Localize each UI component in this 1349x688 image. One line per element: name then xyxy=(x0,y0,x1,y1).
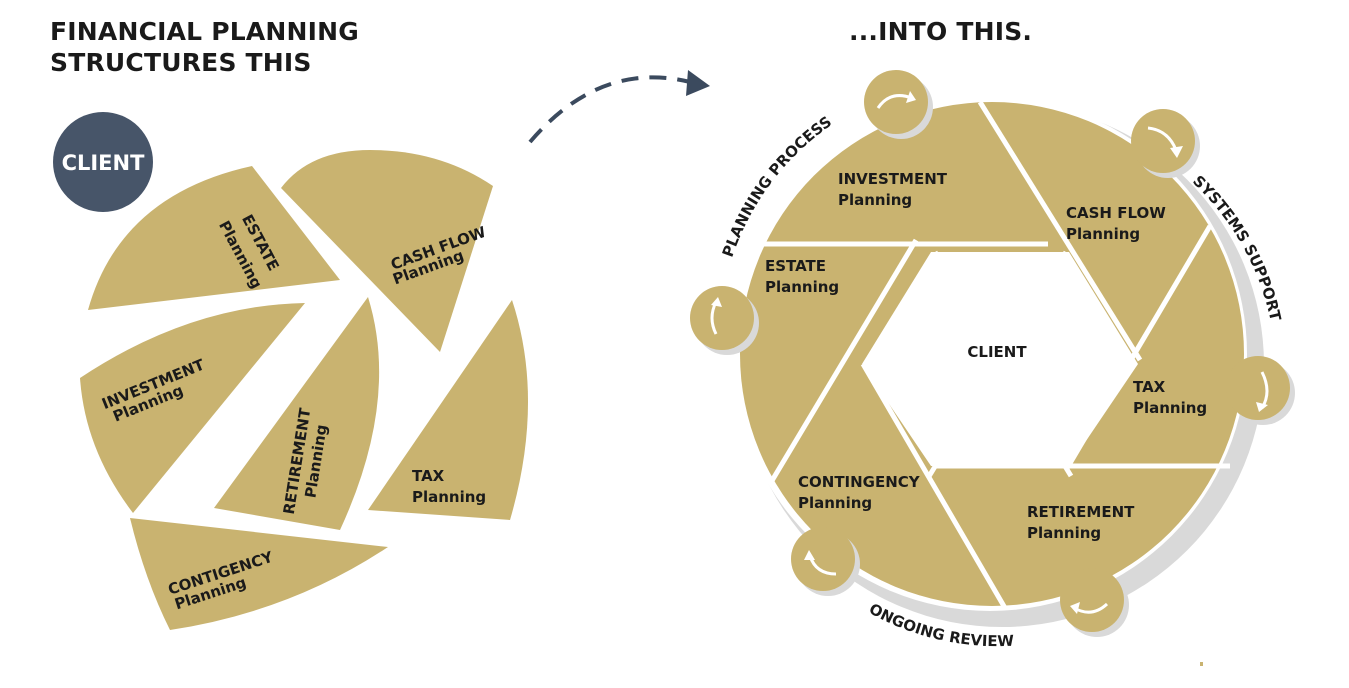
left-segment-contigency xyxy=(130,518,388,630)
right-estate-label: ESTATE xyxy=(765,257,826,275)
right-tax-sub: Planning xyxy=(1133,399,1207,417)
left-title: FINANCIAL PLANNING STRUCTURES THIS xyxy=(50,16,359,78)
left-segment-retirement xyxy=(214,297,380,530)
left-segment-tax xyxy=(368,300,529,520)
circular-arrow-icon xyxy=(864,70,933,139)
right-cashflow-sub: Planning xyxy=(1066,225,1140,243)
left-client-label: CLIENT xyxy=(62,151,146,175)
circular-arrow-icon xyxy=(1131,109,1200,178)
left-segment-cashflow xyxy=(281,150,493,352)
right-diagram: CLIENT INVESTMENT Planning CASH FLOW Pla… xyxy=(690,70,1295,650)
circular-arrow-icon xyxy=(690,286,759,355)
left-tax-label: TAX xyxy=(412,467,445,485)
right-client-label: CLIENT xyxy=(967,343,1027,361)
right-investment-sub: Planning xyxy=(838,191,912,209)
left-title-line1: FINANCIAL PLANNING xyxy=(50,17,359,46)
right-retirement-sub: Planning xyxy=(1027,524,1101,542)
left-client-circle xyxy=(53,112,153,212)
right-contingency-sub: Planning xyxy=(798,494,872,512)
right-retirement-label: RETIREMENT xyxy=(1027,503,1135,521)
right-cashflow-label: CASH FLOW xyxy=(1066,204,1166,222)
corner-mark xyxy=(1200,662,1203,666)
left-tax-sub: Planning xyxy=(412,488,486,506)
right-title: ...INTO THIS. xyxy=(849,17,1033,46)
right-tax-label: TAX xyxy=(1133,378,1166,396)
right-contingency-label: CONTINGENCY xyxy=(798,473,921,491)
arrowhead-icon xyxy=(686,70,710,96)
circular-arrow-icon xyxy=(1060,568,1129,637)
circular-arrow-icon xyxy=(1226,356,1295,425)
circular-arrow-icon xyxy=(791,527,860,596)
transition-arrow xyxy=(528,70,710,144)
left-diagram: CLIENT ESTATE Planning CASH FLOW Plannin… xyxy=(53,112,529,630)
client-hexagon xyxy=(862,252,1138,466)
left-segment-investment xyxy=(80,303,305,513)
dashed-arrow-line xyxy=(528,75,691,144)
right-investment-label: INVESTMENT xyxy=(838,170,948,188)
left-segment-estate xyxy=(88,166,340,310)
right-estate-sub: Planning xyxy=(765,278,839,296)
left-title-line2: STRUCTURES THIS xyxy=(50,48,312,77)
